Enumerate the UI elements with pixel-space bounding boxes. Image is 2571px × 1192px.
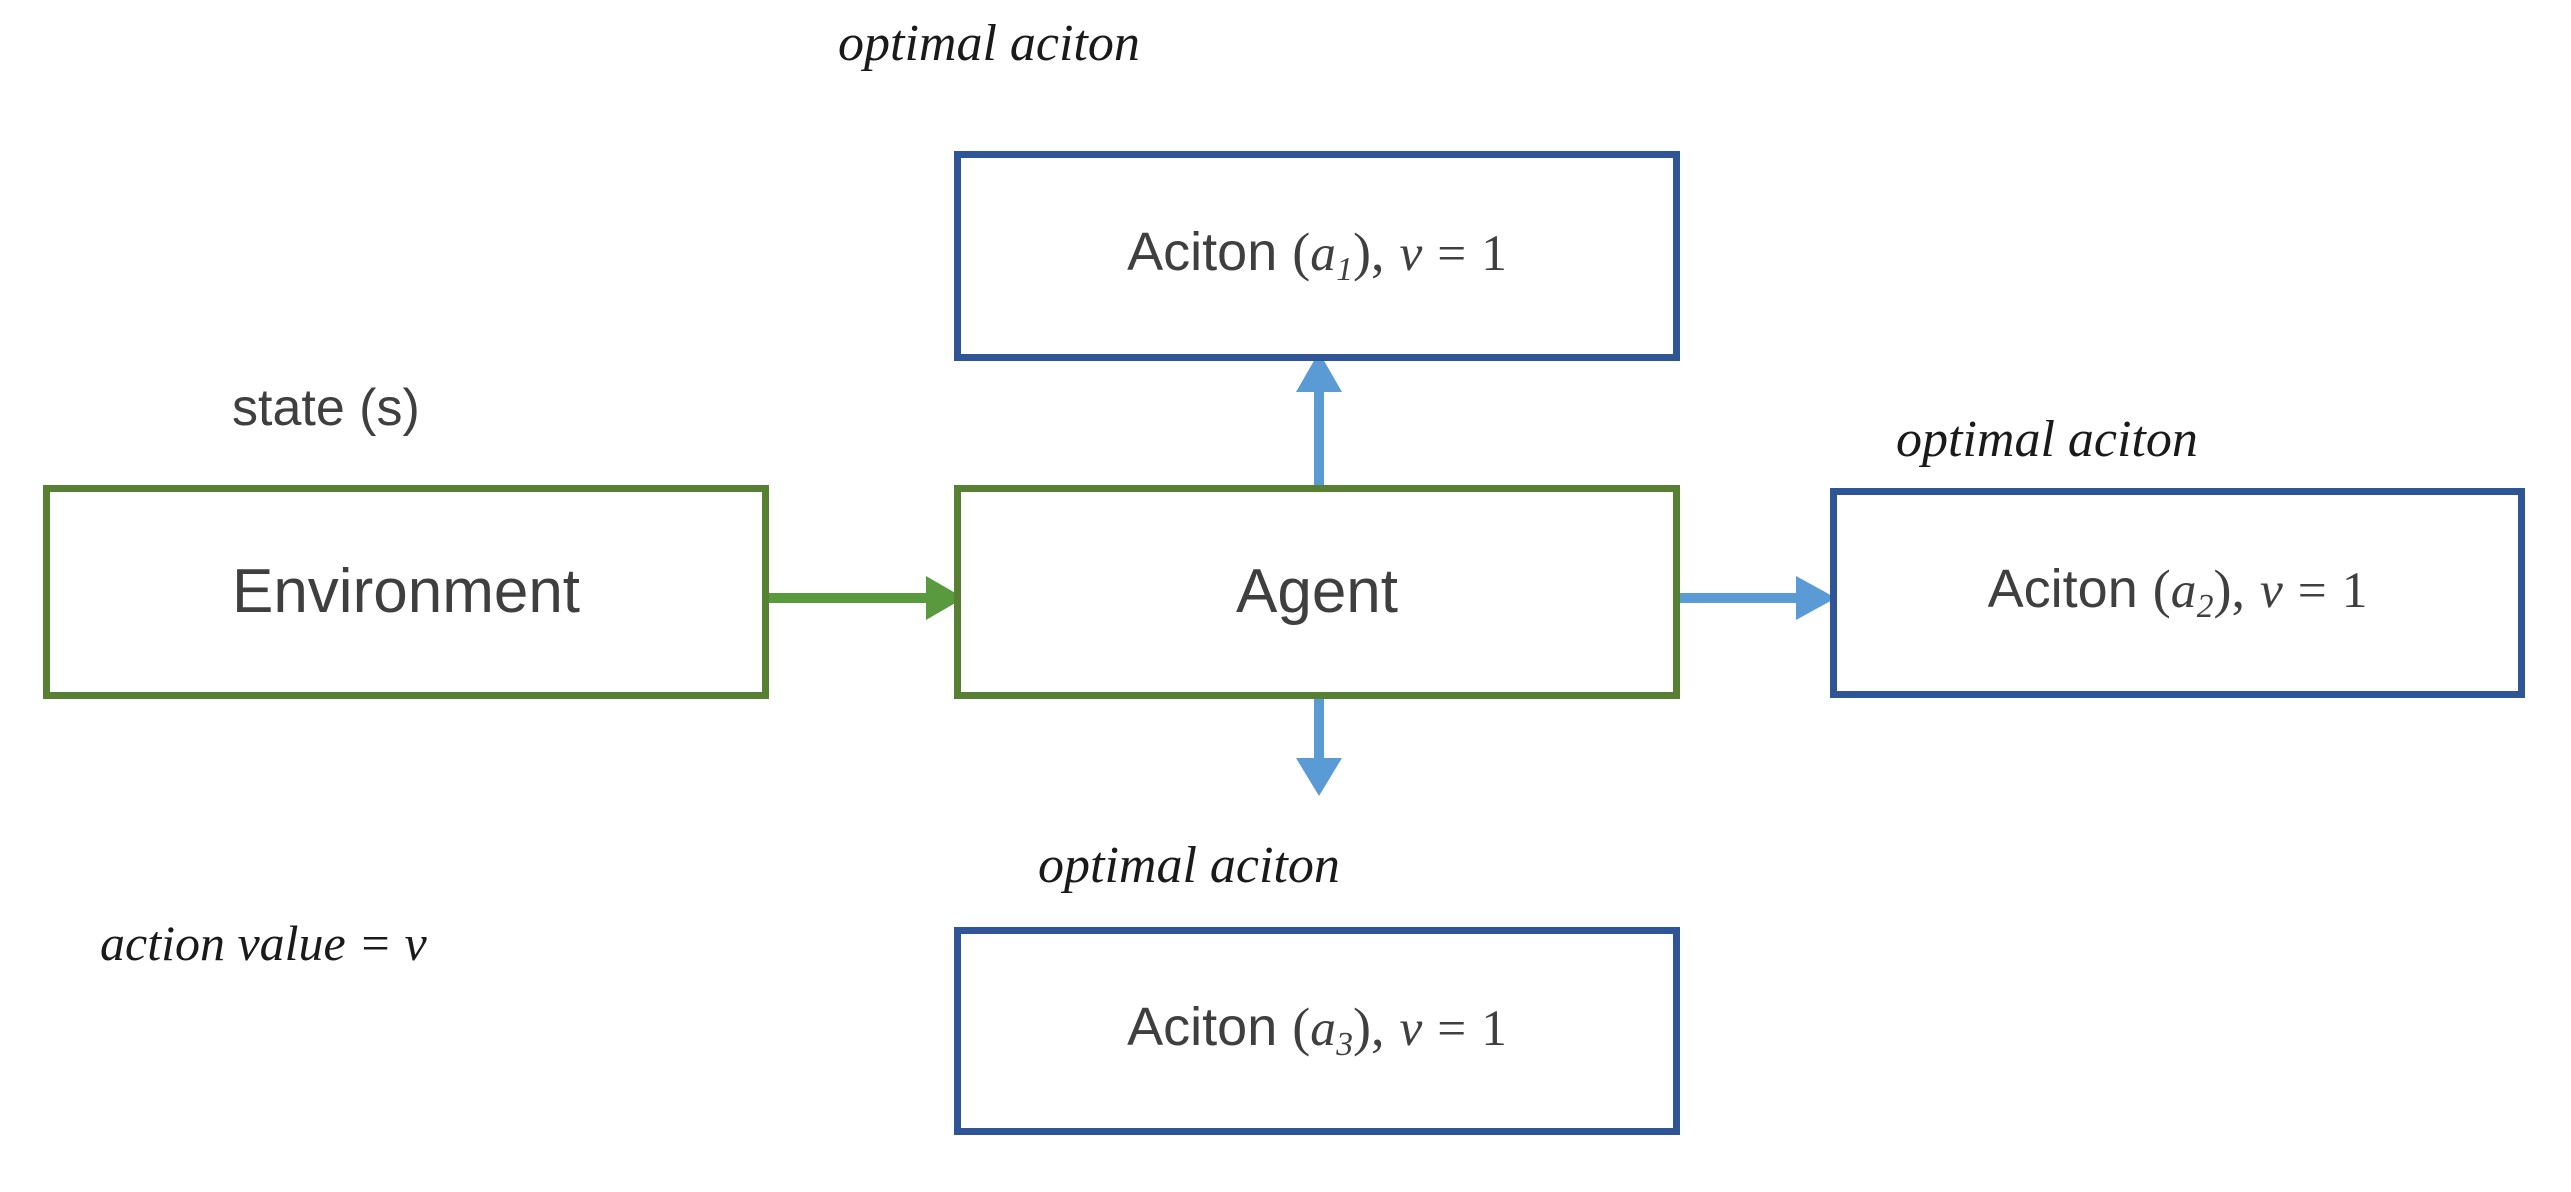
action-top-value-var: v [1399, 225, 1423, 283]
action-right-equals: = [2297, 562, 2327, 620]
edge-agent-to-action-right [1672, 568, 1842, 628]
caption-optimal-action-top: optimal aciton [838, 15, 1140, 72]
action-right-comma: , [2231, 559, 2245, 620]
node-agent-label: Agent [1235, 557, 1399, 626]
action-bottom-value: 1 [1481, 1000, 1507, 1058]
action-bottom-prefix: Aciton [1127, 997, 1278, 1058]
node-action-top[interactable]: Aciton (a1), v = 1 [954, 151, 1680, 361]
action-right-value: 1 [2341, 562, 2368, 620]
caption-state-s: state (s) [232, 379, 420, 437]
node-agent[interactable]: Agent [954, 485, 1680, 699]
action-top-equals: = [1437, 225, 1467, 283]
node-environment[interactable]: Environment [43, 485, 769, 699]
node-action-top-label: Aciton (a1), v = 1 [1127, 225, 1507, 287]
action-bottom-comma: , [1370, 997, 1385, 1058]
action-top-comma: , [1370, 222, 1385, 283]
action-top-prefix: Aciton [1127, 222, 1278, 283]
action-right-prefix: Aciton [1987, 559, 2138, 620]
legend-action-value: action value = v [100, 915, 427, 971]
node-action-bottom-label: Aciton (a3), v = 1 [1127, 1000, 1507, 1062]
caption-optimal-action-right: optimal aciton [1896, 411, 2198, 468]
action-right-paren-close: ) [2213, 559, 2232, 620]
edge-agent-to-action-top [1288, 348, 1350, 498]
action-bottom-paren-close: ) [1352, 997, 1371, 1058]
caption-optimal-action-bottom: optimal aciton [1038, 837, 1340, 894]
action-top-subscript: 1 [1336, 251, 1353, 289]
action-bottom-value-var: v [1399, 1000, 1423, 1058]
node-action-bottom[interactable]: Aciton (a3), v = 1 [954, 927, 1680, 1135]
action-bottom-paren-open: ( [1292, 997, 1311, 1058]
action-right-value-var: v [2259, 562, 2283, 620]
action-right-paren-open: ( [2152, 559, 2171, 620]
action-bottom-equals: = [1437, 1000, 1467, 1058]
node-environment-label: Environment [231, 557, 581, 626]
action-top-symbol: a [1310, 225, 1336, 283]
node-action-right-label: Aciton (a2), v = 1 [1988, 562, 2368, 624]
action-right-symbol: a [2170, 562, 2197, 620]
action-top-paren-open: ( [1292, 222, 1311, 283]
action-right-subscript: 2 [2196, 588, 2214, 626]
action-top-paren-close: ) [1352, 222, 1371, 283]
edge-environment-to-agent [760, 568, 970, 628]
action-bottom-subscript: 3 [1336, 1026, 1353, 1064]
node-action-right[interactable]: Aciton (a2), v = 1 [1830, 488, 2525, 698]
action-bottom-symbol: a [1310, 1000, 1336, 1058]
action-top-value: 1 [1481, 225, 1507, 283]
edge-agent-to-action-bottom [1288, 696, 1350, 806]
